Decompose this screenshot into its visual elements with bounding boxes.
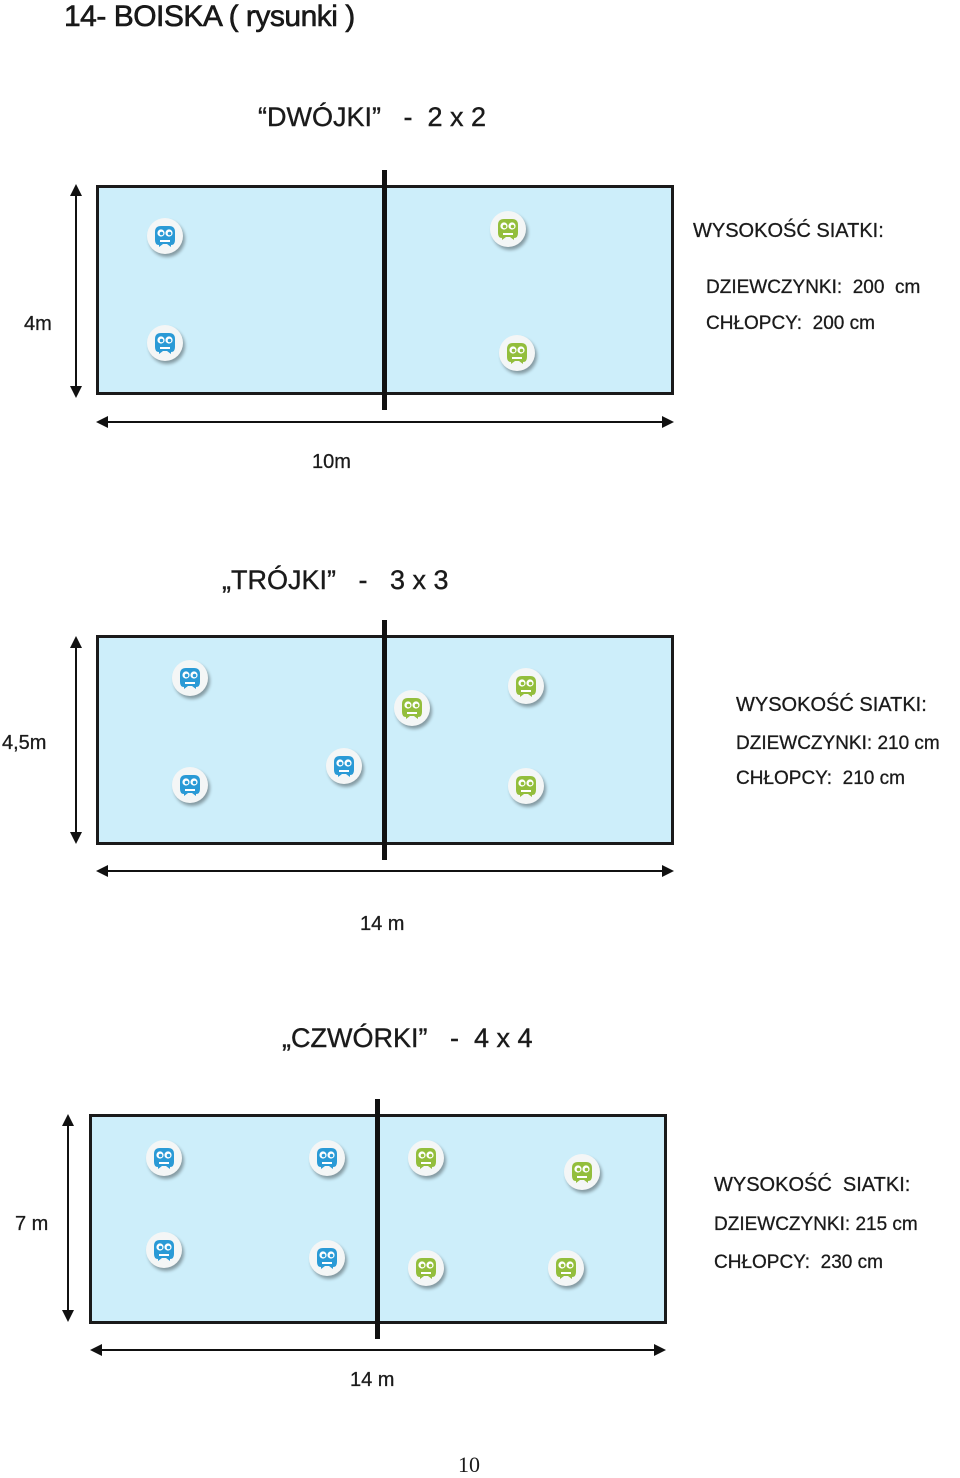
net-height-boys: CHŁOPCY: 230 cm [714,1252,883,1273]
player-blue-icon [146,1140,182,1176]
height-label-czworki: 7 m [15,1213,49,1235]
net-dwojki [382,170,387,410]
net-height-girls: DZIEWCZYNKI: 210 cm [736,733,940,754]
net-height-heading: WYSOKOŚĆ SIATKI: [693,220,884,242]
player-green-icon [499,335,535,371]
net-height-boys: CHŁOPCY: 210 cm [736,768,905,789]
player-green-icon [548,1250,584,1286]
player-blue-icon [147,218,183,254]
player-blue-icon [326,748,362,784]
court-czworki-dimensions [62,1114,666,1356]
net-height-girls: DZIEWCZYNKI: 215 cm [714,1214,918,1235]
net-height-girls: DZIEWCZYNKI: 200 cm [706,277,921,298]
player-blue-icon [146,1232,182,1268]
player-green-icon [408,1250,444,1286]
player-green-icon [408,1140,444,1176]
player-green-icon [508,668,544,704]
width-label-dwojki: 10m [312,451,351,473]
height-label-trojki: 4,5m [2,732,47,754]
player-blue-icon [147,325,183,361]
net-height-boys: CHŁOPCY: 200 cm [706,313,875,334]
net-trojki [382,620,387,860]
player-blue-icon [172,767,208,803]
court-trojki-dimensions [70,636,674,877]
page-title: 14- BOISKA ( rysunki ) [64,0,356,33]
player-green-icon [394,690,430,726]
player-blue-icon [309,1140,345,1176]
section-title-czworki: „CZWÓRKI” - 4 x 4 [282,1023,533,1053]
width-label-czworki: 14 m [350,1369,395,1391]
net-czworki [375,1099,380,1339]
player-blue-icon [309,1240,345,1276]
net-height-heading: WYSOKOŚĆ SIATKI: [736,694,927,716]
player-green-icon [508,768,544,804]
section-title-trojki: „TRÓJKI” - 3 x 3 [222,565,449,595]
page-number: 10 [458,1452,480,1477]
court-dwojki-dimensions [70,184,674,428]
player-green-icon [564,1154,600,1190]
section-title-dwojki: “DWÓJKI” - 2 x 2 [258,102,487,132]
player-blue-icon [172,660,208,696]
height-label-dwojki: 4m [24,313,52,335]
width-label-trojki: 14 m [360,913,405,935]
net-height-heading: WYSOKOŚĆ SIATKI: [714,1174,911,1196]
player-green-icon [490,211,526,247]
